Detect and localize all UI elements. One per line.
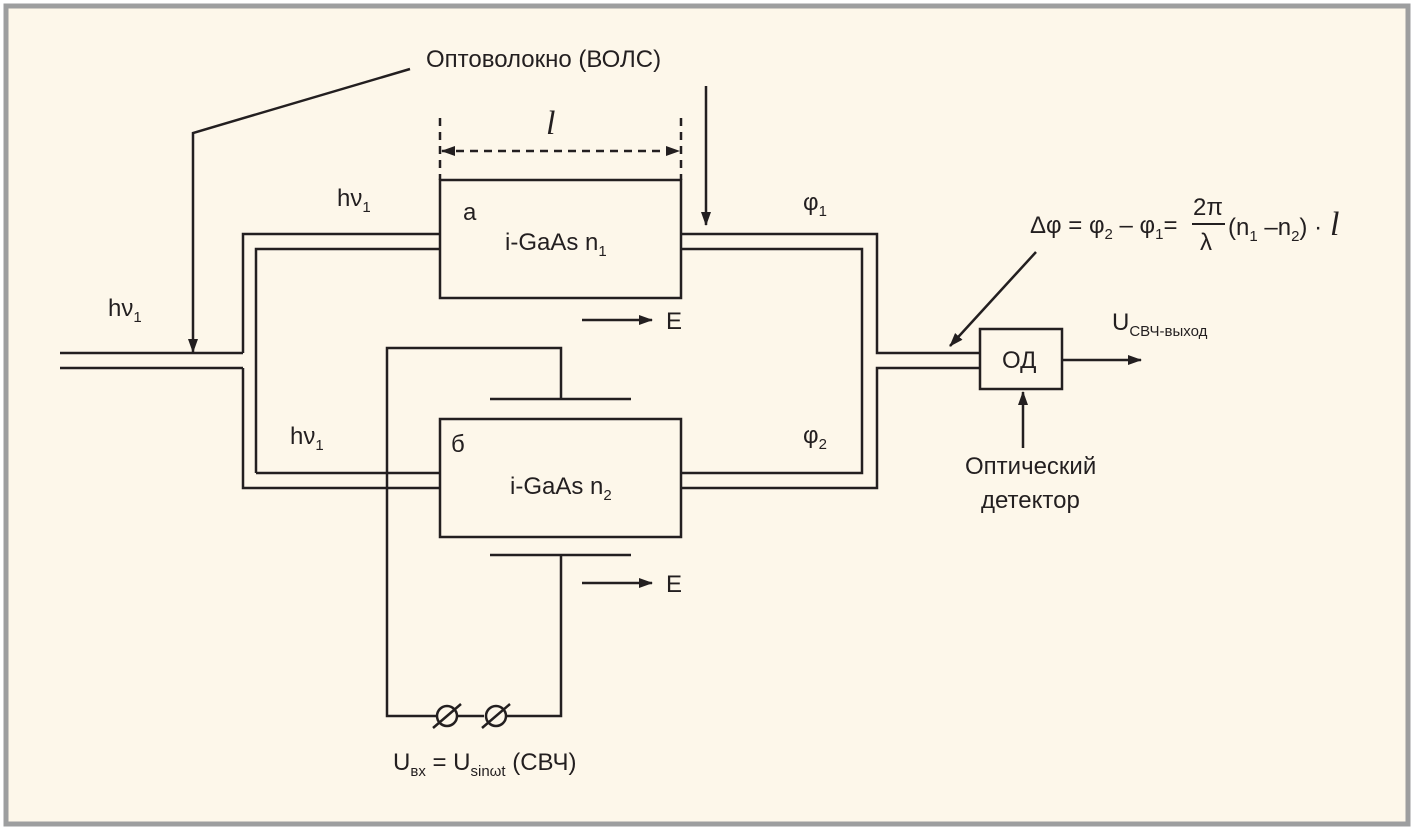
hv-input-label: hν1	[108, 295, 142, 326]
wire-left	[385, 346, 563, 718]
output-voltage-label: UСВЧ-выход	[1112, 309, 1208, 340]
length-symbol: l	[546, 105, 555, 142]
block-b-box	[438, 417, 683, 539]
upper-arm-inner	[254, 247, 440, 473]
fiber-pointer-left	[188, 67, 411, 353]
field-label-b: E	[666, 571, 682, 598]
block-a-letter: а	[463, 199, 477, 226]
block-a-box	[438, 178, 683, 300]
upper-output-inner	[681, 247, 864, 475]
phase-formula: Δφ = φ2 – φ1= 2π λ (n1 –n2) · l	[1030, 194, 1339, 256]
formula-pointer	[949, 251, 1037, 347]
field-label-a: E	[666, 308, 682, 335]
fiber-label: Оптоволокно (ВОЛС)	[426, 46, 661, 73]
detector-caption-line1: Оптический	[965, 453, 1096, 480]
upper-output-outer	[681, 232, 980, 355]
svg-text:(n1 –n2) ·: (n1 –n2) ·	[1228, 214, 1322, 245]
svg-text:Δφ = φ2 – φ1=: Δφ = φ2 – φ1=	[1030, 212, 1177, 243]
formula-length-symbol: l	[1330, 206, 1339, 243]
formula-numerator: 2π	[1193, 194, 1223, 221]
block-b-letter: б	[451, 431, 465, 458]
hv-bottom-label: hν1	[290, 423, 324, 454]
phi2-label: φ2	[803, 422, 827, 453]
block-a-label: i-GaAs n1	[505, 229, 607, 260]
upper-arm-outer	[241, 232, 440, 353]
lower-output-outer	[681, 366, 980, 490]
phi1-label: φ1	[803, 189, 827, 220]
detector-box-label: ОД	[1002, 347, 1036, 374]
terminal-circle-slash-icon	[481, 703, 511, 729]
wire-right	[507, 555, 563, 718]
lower-arm-outer	[241, 368, 440, 490]
block-b-label: i-GaAs n2	[510, 473, 612, 504]
detector-caption-line2: детектор	[981, 487, 1080, 514]
input-voltage-label: Uвх = Usinωt (СВЧ)	[393, 749, 576, 780]
terminal-circle-slash-icon	[432, 703, 462, 729]
hv-top-label: hν1	[337, 185, 371, 216]
formula-denominator: λ	[1200, 229, 1212, 256]
